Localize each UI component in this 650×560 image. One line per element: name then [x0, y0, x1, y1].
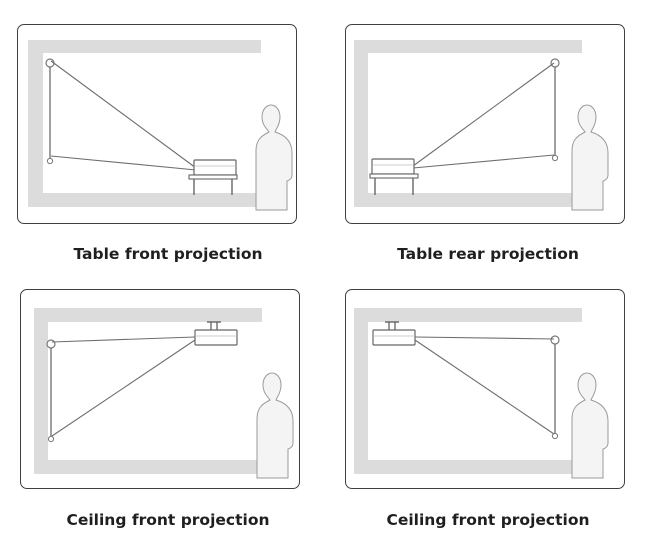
diagram-canvas — [28, 40, 293, 211]
person-icon — [256, 372, 294, 479]
diagram-canvas — [354, 308, 609, 479]
projector-icon — [194, 329, 238, 346]
screen-icon — [45, 58, 55, 165]
caption-table-front: Table front projection — [73, 245, 263, 263]
projector-icon — [371, 158, 415, 175]
projection-rays — [412, 62, 555, 169]
table-icon — [369, 173, 419, 195]
screen-icon — [46, 339, 56, 443]
diagram-ceiling-front-left — [20, 289, 300, 489]
diagram-canvas — [354, 40, 609, 211]
screen-icon — [550, 335, 560, 440]
diagram-ceiling-front-right — [345, 289, 625, 489]
projector-icon — [372, 329, 416, 346]
screen-icon — [550, 58, 560, 162]
person-icon — [255, 104, 293, 211]
projection-rays — [50, 60, 197, 171]
diagram-table-front — [17, 24, 297, 224]
ceiling-mount-icon — [385, 321, 399, 330]
projection-rays — [414, 336, 555, 435]
projection-rays — [51, 336, 196, 437]
table-icon — [188, 174, 238, 195]
person-icon — [571, 372, 609, 479]
caption-table-rear: Table rear projection — [397, 245, 579, 263]
projector-icon — [193, 159, 237, 176]
person-icon — [571, 104, 609, 211]
diagram-table-rear — [345, 24, 625, 224]
room-walls — [354, 40, 582, 207]
diagram-canvas — [34, 308, 294, 479]
room-walls — [28, 40, 261, 207]
caption-ceiling-front-right: Ceiling front projection — [386, 511, 590, 529]
caption-ceiling-front-left: Ceiling front projection — [66, 511, 270, 529]
ceiling-mount-icon — [207, 321, 221, 330]
